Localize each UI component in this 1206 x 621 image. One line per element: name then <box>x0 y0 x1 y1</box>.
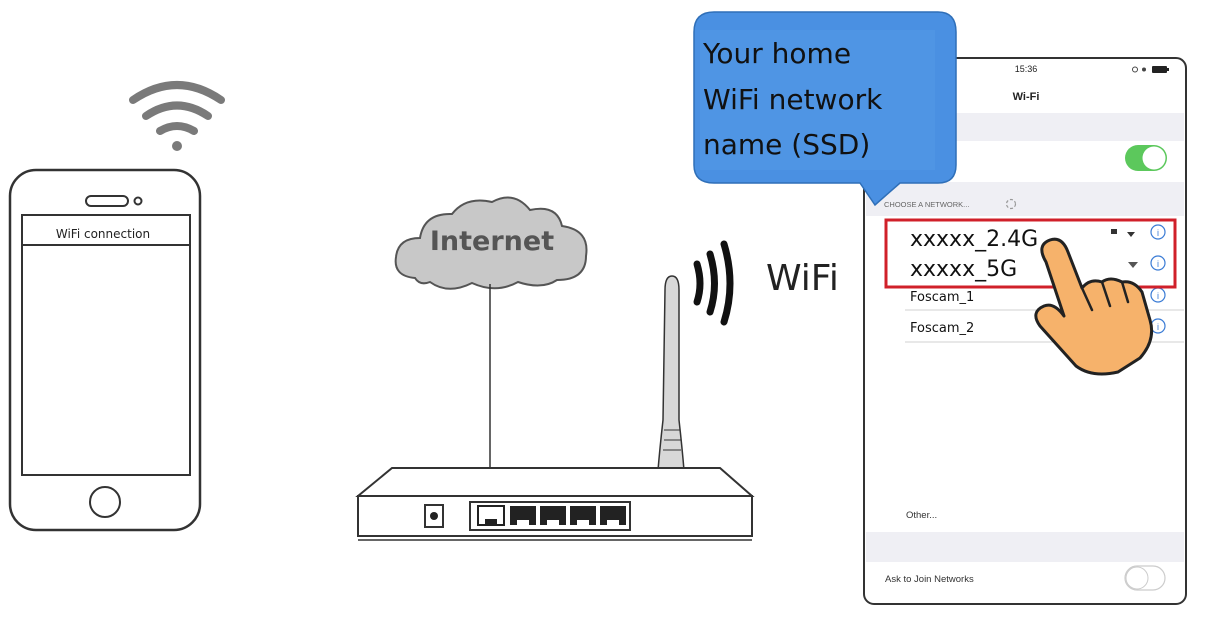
wifi-signal-icon <box>1128 262 1138 268</box>
router-wifi-label: WiFi <box>766 258 839 299</box>
ask-join-label: Ask to Join Networks <box>885 574 974 585</box>
router-top <box>355 467 755 497</box>
svg-text:i: i <box>1157 322 1159 332</box>
internet-cloud: Internet <box>394 196 588 512</box>
router-wifi-waves-icon <box>693 240 734 326</box>
router-lan-port-4 <box>600 506 626 525</box>
right-phone: 15:36 Wi-Fi CHOOSE A NETWORK... xxxxx_2.… <box>863 57 1187 605</box>
svg-text:i: i <box>1157 228 1159 238</box>
phone-wifi-icon-dot <box>172 141 182 151</box>
left-phone-speaker <box>85 195 129 207</box>
network-name-3: Foscam_1 <box>910 290 974 305</box>
network-row-1[interactable]: xxxxx_2.4G i <box>910 224 1166 252</box>
svg-text:i: i <box>1157 291 1159 301</box>
network-row-2[interactable]: xxxxx_5G i <box>910 255 1166 282</box>
left-phone-home-button <box>89 486 121 518</box>
router: WiFi <box>355 240 839 541</box>
cloud-label: Internet <box>430 226 554 257</box>
highlight-box <box>884 218 1177 289</box>
network-name-2: xxxxx_5G <box>910 257 1017 282</box>
left-phone-camera <box>133 196 143 206</box>
callout-line-3: name (SSD) <box>703 128 870 161</box>
network-name-4: Foscam_2 <box>910 321 974 336</box>
wifi-signal-icon <box>1127 232 1135 237</box>
networks-section-header: CHOOSE A NETWORK... <box>884 200 969 209</box>
nav-title: Wi-Fi <box>1013 91 1040 103</box>
router-lan-port-2 <box>540 506 566 525</box>
network-name-1: xxxxx_2.4G <box>910 227 1038 252</box>
lock-icon <box>1111 229 1117 234</box>
router-lan-port-1 <box>510 506 536 525</box>
pointing-hand-icon <box>1034 237 1154 376</box>
left-phone-screen-header: WiFi connection <box>56 227 150 241</box>
callout-line-2: WiFi network <box>703 83 883 116</box>
loading-spinner-icon <box>1005 198 1017 210</box>
callout-line-1: Your home <box>702 37 851 70</box>
info-icon[interactable] <box>1150 224 1166 240</box>
cloud-shape <box>394 196 588 290</box>
other-network-item[interactable]: Other... <box>906 510 937 521</box>
status-battery-icon <box>1132 66 1169 73</box>
info-icon[interactable] <box>1150 255 1166 271</box>
ssid-callout: Your home WiFi network name (SSD) <box>693 11 957 207</box>
status-time: 15:36 <box>1015 64 1038 74</box>
left-phone-screen <box>21 214 191 476</box>
phone-wifi-icon <box>129 81 225 135</box>
svg-text:i: i <box>1157 259 1159 269</box>
router-lan-port-3 <box>570 506 596 525</box>
left-phone: WiFi connection <box>8 81 225 532</box>
